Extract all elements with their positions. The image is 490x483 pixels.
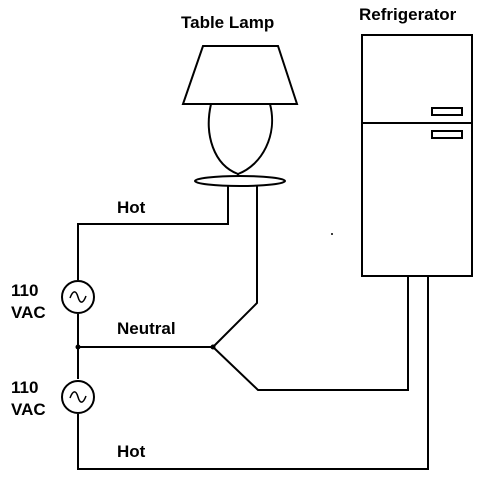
stray-dot <box>331 233 333 235</box>
fridge-freezer-handle <box>431 107 463 116</box>
ac-source-bottom-icon <box>61 380 95 414</box>
ac-source-top-icon <box>61 280 95 314</box>
source-top-voltage: 110 <box>11 281 39 300</box>
lamp-base <box>194 175 286 187</box>
hot-wire-lamp <box>77 186 229 280</box>
source-top-unit: VAC <box>11 303 46 322</box>
hot-wire-fridge <box>77 276 429 470</box>
refrigerator-label: Refrigerator <box>359 5 457 24</box>
lamp-shade <box>181 45 299 105</box>
lamp-bulb <box>207 103 274 176</box>
refrigerator-icon <box>361 34 473 277</box>
table-lamp-icon <box>181 45 299 187</box>
hot-bottom-label: Hot <box>117 442 146 461</box>
neutral-wire-lamp <box>212 186 258 348</box>
neutral-split-dot <box>210 344 216 350</box>
neutral-label: Neutral <box>117 319 176 338</box>
hot-top-label: Hot <box>117 198 146 217</box>
source-bottom-unit: VAC <box>11 400 46 419</box>
neutral-wire-fridge <box>212 276 409 391</box>
fridge-body <box>361 34 473 277</box>
source-bottom-voltage: 110 <box>11 378 39 397</box>
table-lamp-label: Table Lamp <box>181 13 275 32</box>
neutral-junction-dot <box>75 344 81 350</box>
fridge-door-handle <box>431 130 463 139</box>
